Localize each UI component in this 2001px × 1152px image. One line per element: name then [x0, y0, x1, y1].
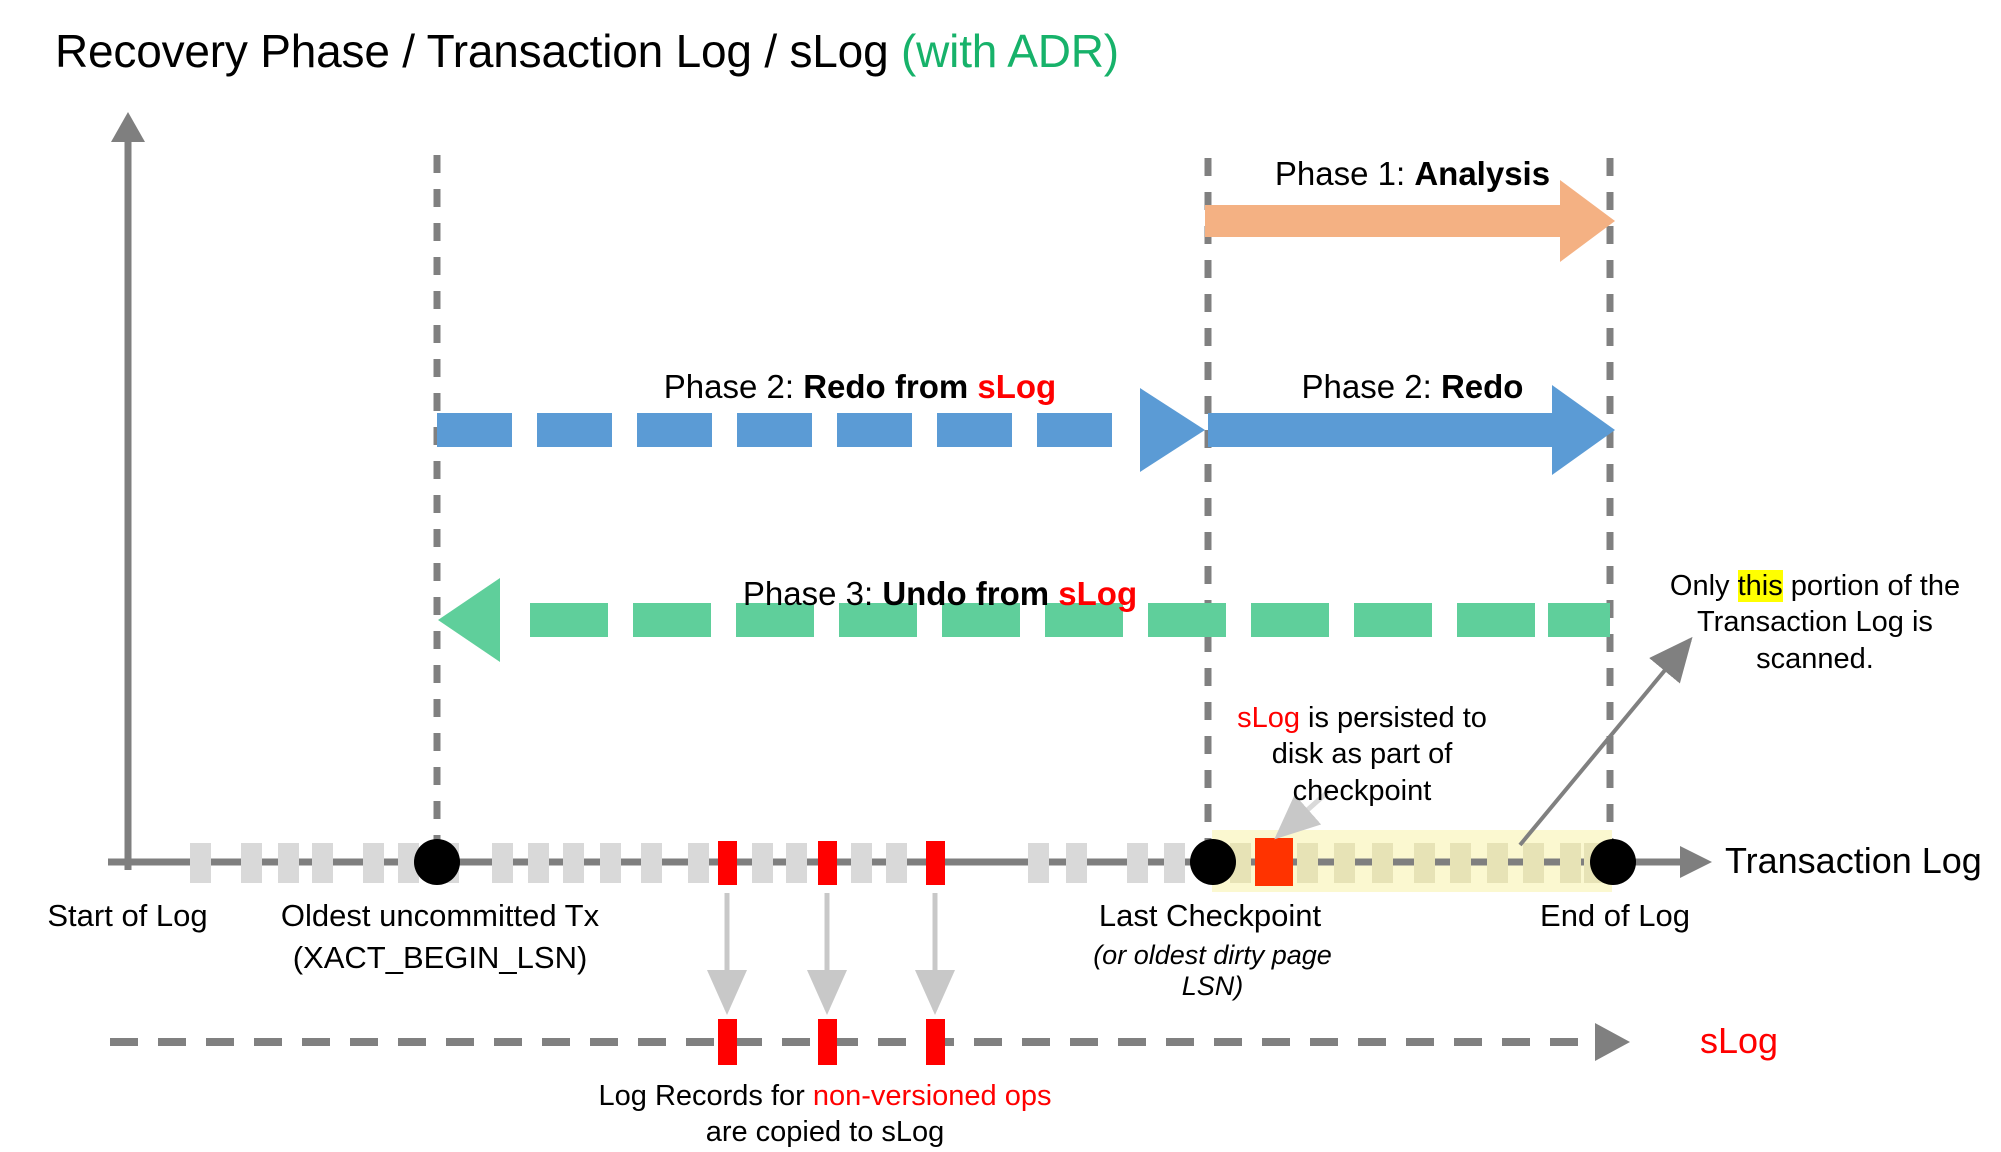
axis-label-slog: sLog	[1700, 1020, 1779, 1061]
marker-label-start-of-log: Start of Log	[47, 898, 208, 933]
marker-sub-oldest-uncommitted-tx: (XACT_BEGIN_LSN)	[292, 940, 588, 975]
annotation-slog-red: sLog	[1237, 702, 1300, 734]
phase-3-prefix: Phase 3:	[742, 575, 883, 612]
phase-3-name: Undo from	[882, 575, 1059, 612]
phase-2-redo-arrow	[1208, 385, 1615, 475]
title-main: Recovery Phase / Transaction Log / sLog	[55, 25, 902, 77]
marker-label-end-of-log: End of Log	[1540, 898, 1690, 933]
annotation-scanned-portion: Only this portion of the Transaction Log…	[1640, 568, 1990, 677]
phase-1-analysis-arrow	[1205, 180, 1615, 262]
annotation-nv-post: are copied to sLog	[705, 1116, 945, 1149]
phase-1-prefix: Phase 1:	[1274, 155, 1415, 192]
phase-2b-name: Redo	[1440, 368, 1524, 405]
marker-label-oldest-uncommitted-tx: Oldest uncommitted Tx	[280, 898, 600, 933]
marker-sub-last-checkpoint: (or oldest dirty page LSN)	[1093, 940, 1332, 1002]
non-versioned-log-records	[718, 841, 945, 885]
marker-dot-oldest-uncommitted-tx	[414, 839, 460, 885]
phase-2-redo-from-slog-label: Phase 2: Redo from sLog	[560, 368, 1160, 406]
phase-3-undo-from-slog-arrow	[438, 578, 1610, 662]
annotation-non-versioned: Log Records for non-versioned ops are co…	[565, 1078, 1085, 1151]
marker-dot-end-of-log	[1590, 839, 1636, 885]
phase-2a-slog: sLog	[977, 368, 1057, 405]
phase-3-undo-from-slog-label: Phase 3: Undo from sLog	[640, 575, 1240, 613]
phase-1-name: Analysis	[1414, 155, 1551, 192]
phase-2b-prefix: Phase 2:	[1301, 368, 1441, 405]
marker-label-last-checkpoint: Last Checkpoint	[1098, 898, 1322, 933]
annotation-scanned-pre: Only	[1669, 570, 1738, 602]
title-adr: (with ADR)	[901, 25, 1119, 77]
annotation-scanned-post: portion of the Transaction Log is scanne…	[1697, 570, 1961, 675]
annotation-scanned-highlight: this	[1737, 570, 1783, 602]
axis-label-transaction-log: Transaction Log	[1725, 840, 1982, 881]
annotation-nv-red: non-versioned ops	[812, 1080, 1052, 1112]
annotation-nv-pre: Log Records for	[598, 1080, 813, 1112]
slog-persist-record	[1255, 838, 1293, 886]
marker-dot-last-checkpoint	[1190, 839, 1236, 885]
phase-2a-prefix: Phase 2:	[663, 368, 804, 405]
leader-scanned-portion	[1518, 636, 1693, 847]
annotation-slog-rest: is persisted to disk as part of checkpoi…	[1271, 702, 1487, 807]
annotation-slog-checkpoint: sLog is persisted to disk as part of che…	[1212, 700, 1512, 809]
phase-1-analysis-label: Phase 1: Analysis	[1210, 155, 1615, 193]
phase-2a-name: Redo from	[803, 368, 978, 405]
page-title: Recovery Phase / Transaction Log / sLog …	[55, 24, 1119, 78]
leader-slog-persist	[1274, 788, 1332, 840]
slog-axis	[110, 1023, 1630, 1061]
phase-2-redo-from-slog-arrow	[437, 388, 1205, 472]
copy-to-slog-arrows	[707, 893, 955, 1015]
slog-records	[718, 1019, 945, 1065]
phase-3-slog: sLog	[1058, 575, 1138, 612]
phase-2-redo-label: Phase 2: Redo	[1215, 368, 1610, 406]
y-axis	[111, 112, 145, 870]
